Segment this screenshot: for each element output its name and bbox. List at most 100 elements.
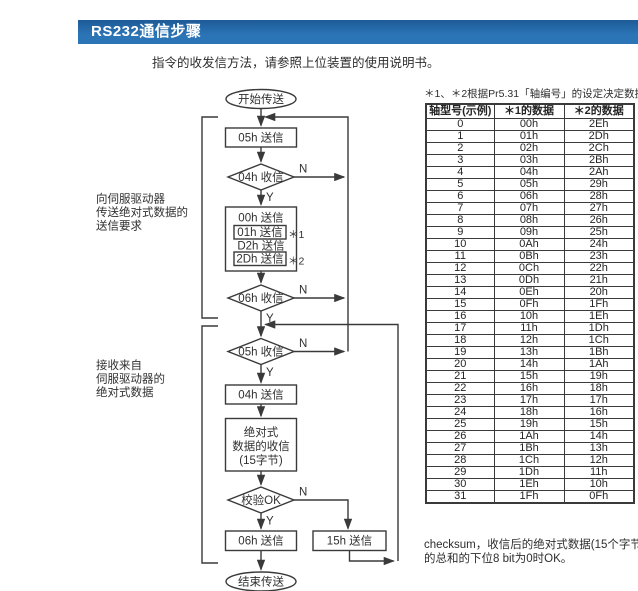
- data2-cell: 18h: [563, 381, 635, 395]
- data2-cell: 1Bh: [563, 345, 635, 359]
- end-label: 结束传送: [238, 575, 284, 589]
- send-15h-box: [312, 530, 387, 552]
- data2-cell: 1Ah: [563, 357, 635, 371]
- data2-cell: 11h: [563, 465, 635, 479]
- data2-cell: 19h: [563, 369, 635, 383]
- data1-cell: 03h: [493, 153, 565, 167]
- data1-cell: 05h: [493, 177, 565, 191]
- abs-recv-line1: 绝对式: [244, 425, 279, 439]
- data1-cell: 14h: [493, 357, 565, 371]
- data1-cell: 1Bh: [493, 441, 565, 455]
- axis-number-cell: 19: [425, 345, 495, 359]
- data1-cell: 15h: [493, 369, 565, 383]
- axis-number-cell: 0: [425, 117, 495, 131]
- axis-number-cell: 30: [425, 477, 495, 491]
- table-row: 19 13h 1Bh: [425, 345, 635, 359]
- header-data1: ＊1的数据: [493, 103, 565, 119]
- table-header-row: 轴型号(示例) ＊1的数据 ＊2的数据: [425, 103, 635, 119]
- table-note: ＊1、＊2根据Pr5.31「轴编号」的设定决定数据。: [424, 88, 638, 100]
- data2-cell: 2Dh: [563, 129, 635, 143]
- table-row: 8 08h 26h: [425, 213, 635, 227]
- recv-04h-label: 04h 收信: [238, 170, 283, 184]
- data2-cell: 26h: [563, 213, 635, 227]
- data2-cell: 29h: [563, 177, 635, 191]
- axis-number-cell: 7: [425, 201, 495, 215]
- data1-cell: 09h: [493, 225, 565, 239]
- table-row: 14 0Eh 20h: [425, 285, 635, 299]
- receive-data-annotation-line1: 接收来自: [96, 358, 142, 372]
- data1-cell: 1Ah: [493, 429, 565, 443]
- checksum-footnote-line1: checksum，收信后的绝对式数据(15个字节): [424, 539, 638, 551]
- table-row: 25 19h 15h: [425, 417, 635, 431]
- yes-label: Y: [266, 516, 274, 528]
- axis-number-cell: 12: [425, 261, 495, 275]
- send-05h-box: [224, 127, 298, 148]
- bracket-receive-data: [201, 325, 218, 564]
- recv-04h-diamond: [226, 163, 296, 191]
- data1-cell: 1Ch: [493, 453, 565, 467]
- send-04h-box: [224, 384, 298, 405]
- axis-number-cell: 21: [425, 369, 495, 383]
- table-row: 21 15h 19h: [425, 369, 635, 383]
- axis-data-table: 轴型号(示例) ＊1的数据 ＊2的数据 0 00h 2Eh 1 01h 2Dh …: [425, 103, 635, 504]
- checksum-footnote: checksum，收信后的绝对式数据(15个字节) 的总和的下位8 bit为0时…: [424, 538, 638, 566]
- table-row: 7 07h 27h: [425, 201, 635, 215]
- abs-recv-line2: 数据的收信: [232, 439, 290, 453]
- axis-number-cell: 23: [425, 393, 495, 407]
- note1-mark: ＊1: [288, 229, 304, 241]
- no-label: N: [299, 487, 307, 499]
- axis-number-cell: 4: [425, 165, 495, 179]
- data2-cell: 0Fh: [563, 489, 635, 503]
- axis-number-cell: 29: [425, 465, 495, 479]
- table-row: 22 16h 18h: [425, 381, 635, 395]
- recv-05h-label: 05h 收信: [238, 345, 283, 359]
- axis-number-cell: 24: [425, 405, 495, 419]
- checksum-footnote-line2: 的总和的下位8 bit为0时OK。: [424, 553, 573, 565]
- data1-cell: 01h: [493, 129, 565, 143]
- axis-number-cell: 8: [425, 213, 495, 227]
- send-05h-label: 05h 送信: [238, 131, 283, 145]
- data1-cell: 10h: [493, 309, 565, 323]
- table-row: 4 04h 2Ah: [425, 165, 635, 179]
- data1-cell: 07h: [493, 201, 565, 215]
- table-row: 18 12h 1Ch: [425, 333, 635, 347]
- data1-cell: 18h: [493, 405, 565, 419]
- data1-cell: 12h: [493, 333, 565, 347]
- bracket-send-request: [201, 116, 218, 319]
- table-row: 13 0Dh 21h: [425, 273, 635, 287]
- table-row: 30 1Eh 10h: [425, 477, 635, 491]
- data1-cell: 1Fh: [493, 489, 565, 503]
- data2-cell: 15h: [563, 417, 635, 431]
- axis-number-cell: 10: [425, 237, 495, 251]
- data1-cell: 04h: [493, 165, 565, 179]
- table-row: 20 14h 1Ah: [425, 357, 635, 371]
- table-row: 15 0Fh 1Fh: [425, 297, 635, 311]
- axis-number-cell: 22: [425, 381, 495, 395]
- yes-label: Y: [266, 192, 274, 204]
- data1-cell: 0Dh: [493, 273, 565, 287]
- axis-number-cell: 9: [425, 225, 495, 239]
- axis-number-cell: 13: [425, 273, 495, 287]
- axis-number-cell: 11: [425, 249, 495, 263]
- abs-recv-line3: (15字节): [239, 453, 283, 467]
- table-row: 27 1Bh 13h: [425, 441, 635, 455]
- data1-cell: 0Bh: [493, 249, 565, 263]
- yes-label: Y: [266, 367, 274, 379]
- data2-cell: 1Eh: [563, 309, 635, 323]
- data2-cell: 27h: [563, 201, 635, 215]
- send-d2h-label: D2h 送信: [237, 239, 284, 253]
- data1-cell: 02h: [493, 141, 565, 155]
- data1-cell: 0Fh: [493, 297, 565, 311]
- send-06h-label: 06h 送信: [238, 534, 283, 548]
- axis-number-cell: 15: [425, 297, 495, 311]
- data2-cell: 2Ah: [563, 165, 635, 179]
- data2-cell: 23h: [563, 249, 635, 263]
- axis-number-cell: 14: [425, 285, 495, 299]
- data2-cell: 24h: [563, 237, 635, 251]
- axis-number-cell: 27: [425, 441, 495, 455]
- data1-cell: 17h: [493, 393, 565, 407]
- receive-data-annotation-line2: 伺服驱动器的: [96, 372, 165, 386]
- data1-cell: 0Ah: [493, 237, 565, 251]
- checksum-ok-diamond: [226, 486, 296, 514]
